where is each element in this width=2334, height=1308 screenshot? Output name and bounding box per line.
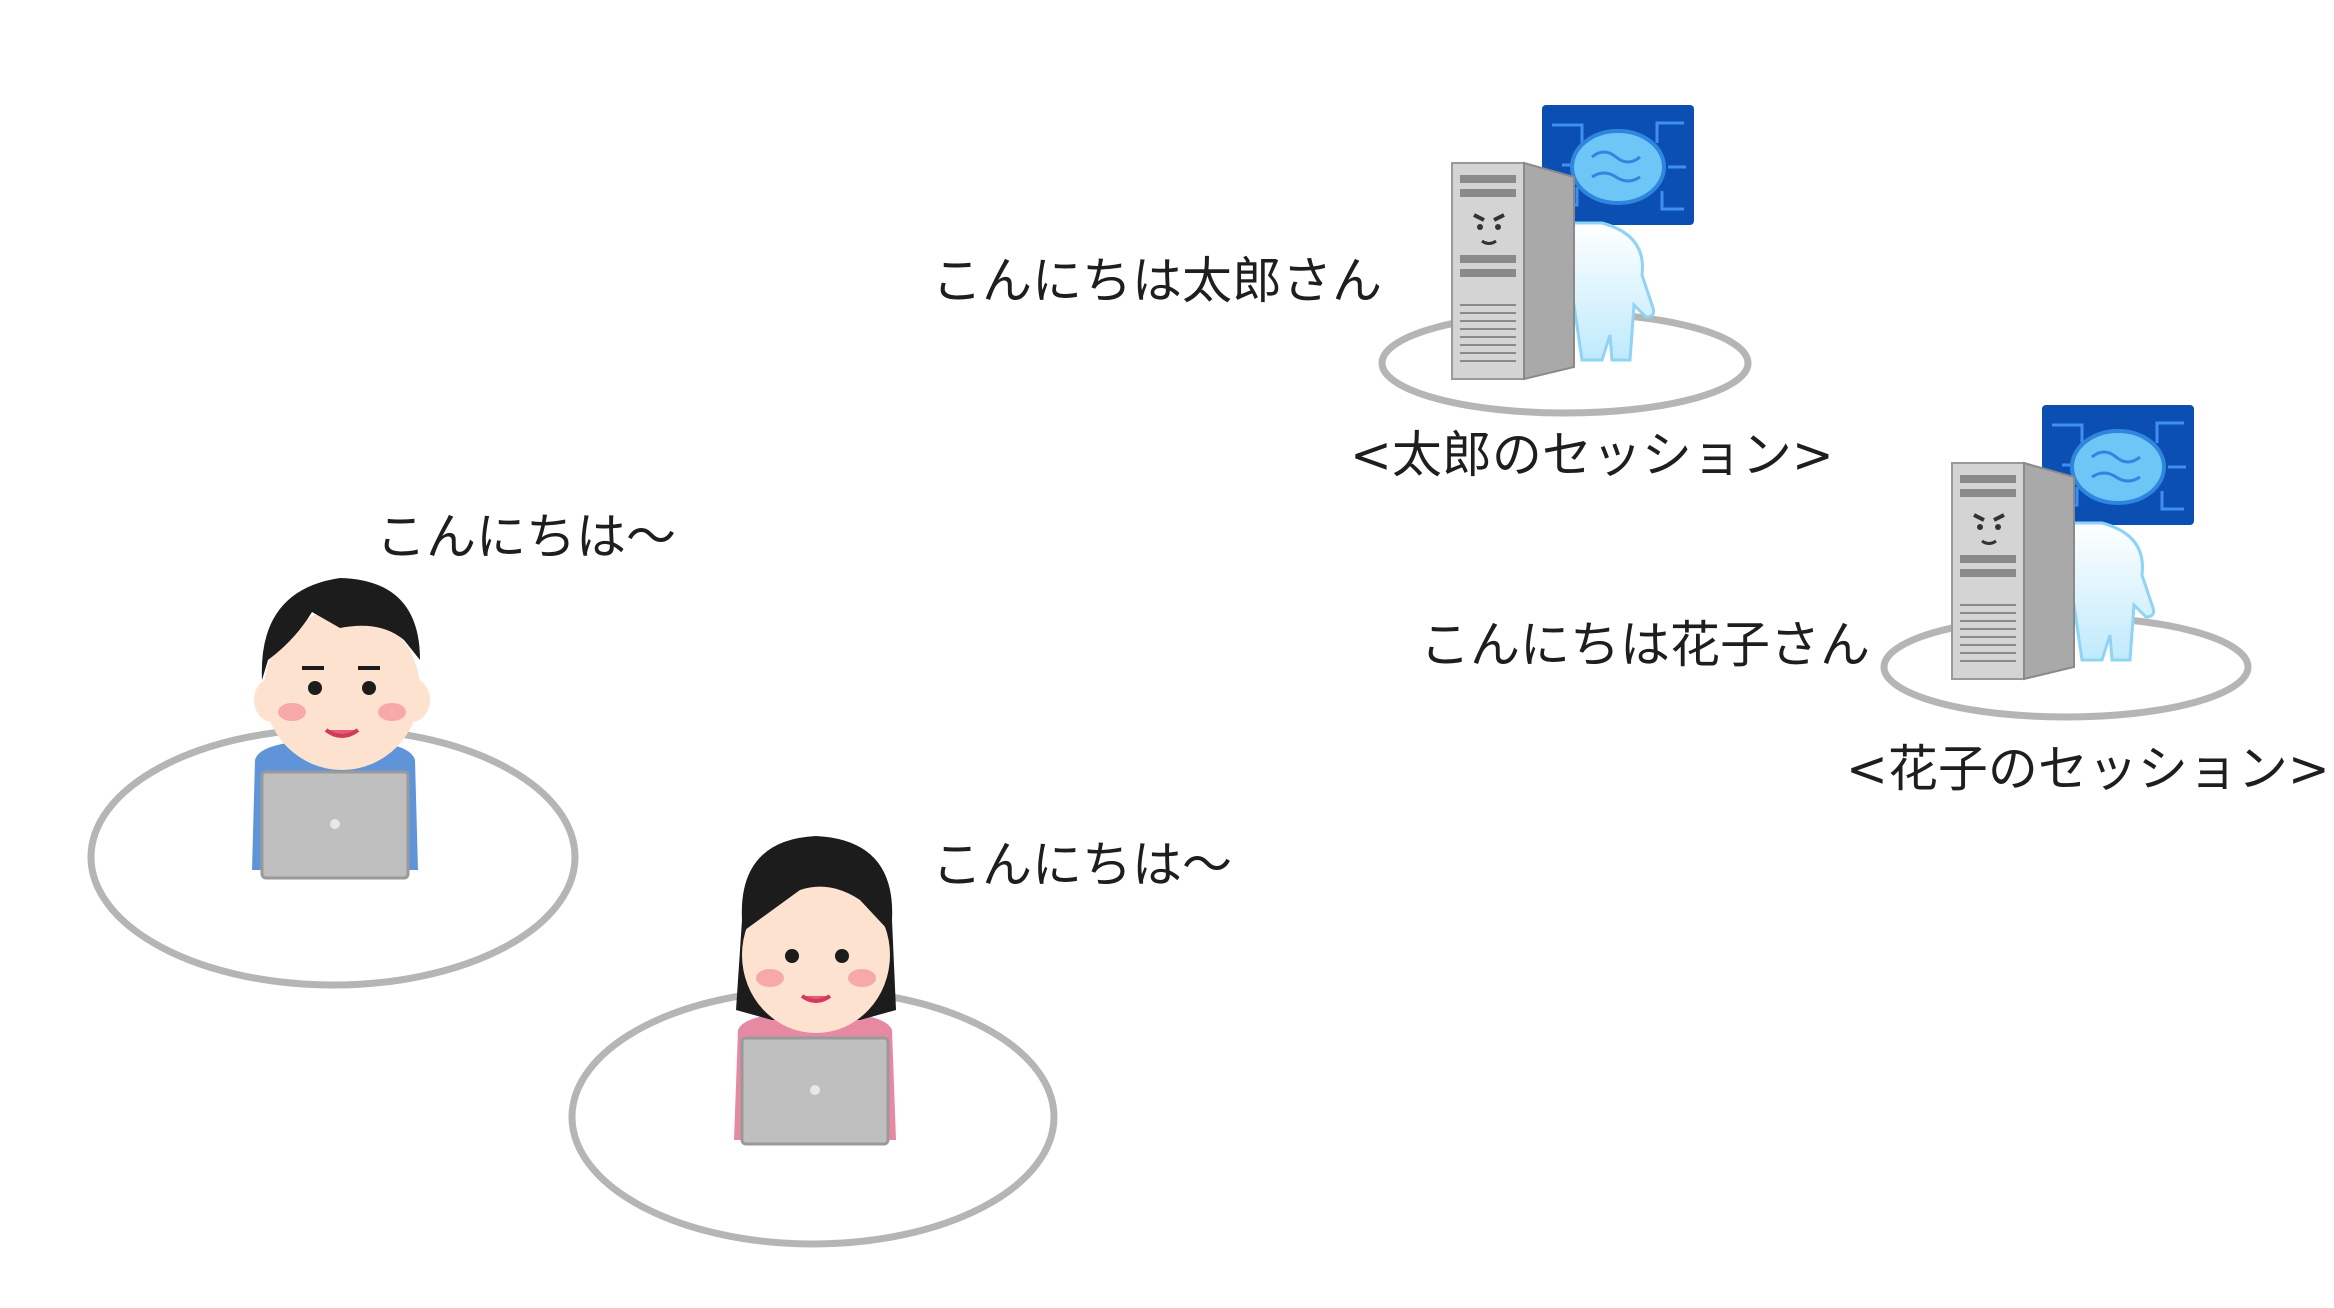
girl-greeting: こんにちは〜 — [932, 836, 1232, 894]
boy-greeting: こんにちは〜 — [376, 508, 676, 566]
hanako-server-greeting: こんにちは花子さん — [1420, 616, 1870, 674]
taro-session-label: <太郎のセッション> — [1350, 426, 1834, 484]
ai-server-brain-icon — [1950, 403, 2196, 681]
ai-server-brain-icon — [1450, 103, 1696, 381]
girl-with-laptop-icon — [734, 836, 896, 1146]
boy-with-laptop-icon — [252, 578, 430, 880]
hanako-session-label: <花子のセッション> — [1846, 740, 2330, 798]
taro-server-greeting: こんにちは太郎さん — [932, 252, 1382, 310]
